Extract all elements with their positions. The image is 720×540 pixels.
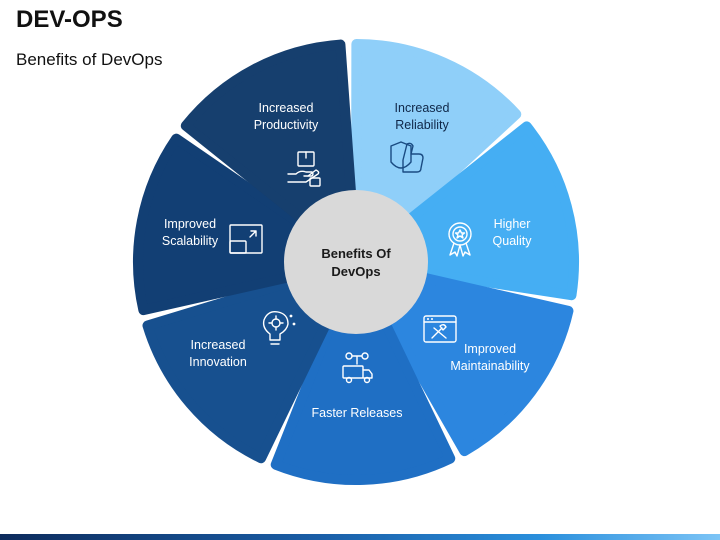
award-badge-icon bbox=[448, 222, 472, 257]
segment-label-scalability-2: Scalability bbox=[162, 234, 219, 248]
browser-tools-icon bbox=[423, 315, 457, 343]
segment-label-productivity-1: Increased bbox=[259, 101, 314, 115]
segment-label-innovation-2: Innovation bbox=[189, 355, 247, 369]
segment-label-quality-2: Quality bbox=[493, 234, 533, 248]
center-label-line1: Benefits Of bbox=[321, 246, 391, 261]
thumbs-up-shield-icon bbox=[390, 141, 424, 173]
segment-label-reliability-2: Reliability bbox=[395, 118, 449, 132]
box-hand-icon bbox=[287, 151, 321, 187]
center-hub bbox=[284, 190, 428, 334]
page-subtitle: Benefits of DevOps bbox=[16, 50, 163, 69]
page-title: DEV-OPS bbox=[16, 6, 123, 33]
segment-label-innovation-1: Increased bbox=[191, 338, 246, 352]
segment-label-scalability-1: Improved bbox=[164, 217, 216, 231]
resize-windows-icon bbox=[229, 224, 263, 254]
segment-label-maintainability-1: Improved bbox=[464, 342, 516, 356]
segment-label-reliability-1: Increased bbox=[395, 101, 450, 115]
segment-label-maintainability-2: Maintainability bbox=[450, 359, 530, 373]
segment-label-quality-1: Higher bbox=[494, 217, 531, 231]
center-label-line2: DevOps bbox=[331, 264, 380, 279]
segment-label-releases-1: Faster Releases bbox=[311, 406, 402, 420]
footer-bar bbox=[0, 534, 720, 540]
lightbulb-gear-icon bbox=[262, 310, 296, 345]
delivery-van-icon bbox=[342, 352, 373, 384]
segment-label-productivity-2: Productivity bbox=[254, 118, 319, 132]
